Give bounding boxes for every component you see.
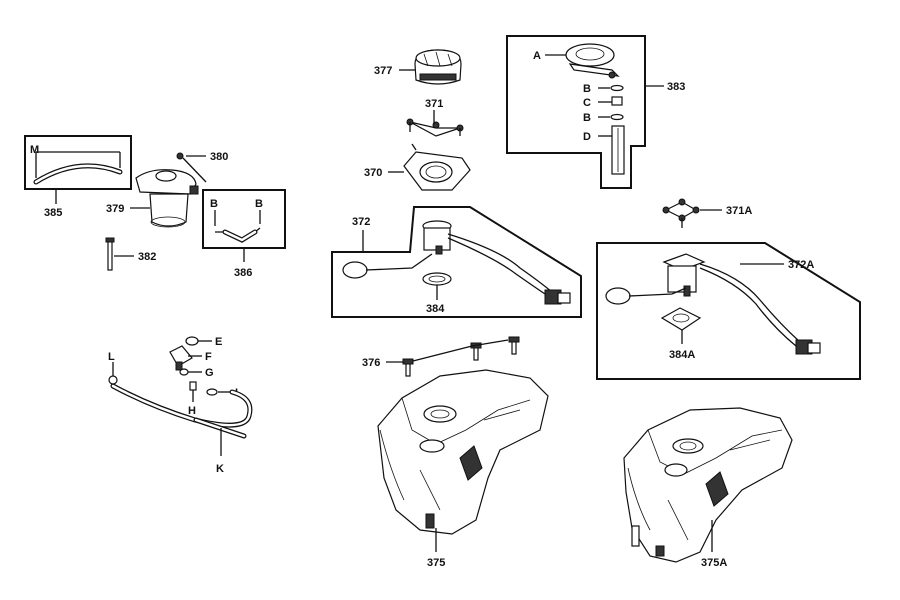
- part-383-C[interactable]: [611, 96, 623, 106]
- label-370: 370: [364, 167, 382, 179]
- label-385-M: M: [30, 144, 39, 156]
- seal-384A[interactable]: [660, 307, 702, 331]
- box-385: [24, 135, 132, 190]
- label-384: 384: [426, 303, 445, 315]
- fuel-valve-379[interactable]: [135, 169, 199, 228]
- label-383-B2: B: [583, 112, 591, 124]
- label-385: 385: [44, 207, 62, 219]
- label-386-B-right: B: [255, 198, 263, 210]
- part-383-B2[interactable]: [610, 113, 624, 121]
- label-372A: 372A: [788, 259, 814, 271]
- fuel-tank-375A[interactable]: [623, 407, 793, 563]
- bracket-371A[interactable]: [662, 198, 700, 228]
- fuel-pump-372A[interactable]: [605, 253, 821, 355]
- fuel-tank-375[interactable]: [377, 369, 549, 535]
- valve-F[interactable]: [169, 345, 193, 371]
- hose-385[interactable]: [33, 163, 123, 185]
- label-383-C: C: [583, 97, 591, 109]
- box-383: [506, 35, 646, 189]
- fitting-L-right[interactable]: [206, 388, 218, 396]
- label-386: 386: [234, 267, 252, 279]
- fitting-H[interactable]: [189, 381, 197, 391]
- box-372A: [596, 242, 861, 380]
- fuel-pump-372[interactable]: [342, 220, 571, 305]
- flange-plate-370[interactable]: [403, 143, 471, 191]
- label-G: G: [205, 367, 214, 379]
- part-383-D[interactable]: [611, 125, 625, 175]
- label-372: 372: [352, 216, 370, 228]
- label-L-left: L: [108, 351, 115, 363]
- part-383-B1[interactable]: [610, 84, 624, 92]
- label-384A: 384A: [669, 349, 695, 361]
- bracket-371[interactable]: [406, 118, 464, 137]
- seal-384[interactable]: [422, 272, 452, 286]
- label-375: 375: [427, 557, 445, 569]
- hose-386[interactable]: [215, 227, 261, 243]
- part-383-A[interactable]: [565, 43, 620, 79]
- label-K: K: [216, 463, 224, 475]
- label-E: E: [215, 336, 222, 348]
- label-386-B-left: B: [210, 198, 218, 210]
- label-382: 382: [138, 251, 156, 263]
- label-376: 376: [362, 357, 380, 369]
- label-375A: 375A: [701, 557, 727, 569]
- label-383-A: A: [533, 50, 541, 62]
- label-383-B1: B: [583, 83, 591, 95]
- label-F: F: [205, 351, 212, 363]
- label-377: 377: [374, 65, 392, 77]
- clip-G[interactable]: [179, 368, 189, 376]
- label-371A: 371A: [726, 205, 752, 217]
- label-383-D: D: [583, 131, 591, 143]
- label-371: 371: [425, 98, 443, 110]
- label-379: 379: [106, 203, 124, 215]
- fitting-L-left[interactable]: [108, 375, 118, 385]
- label-383: 383: [667, 81, 685, 93]
- vent-hose-K[interactable]: [110, 383, 253, 439]
- box-372: [331, 206, 582, 318]
- bolt-382[interactable]: [105, 237, 115, 271]
- label-H: H: [188, 405, 196, 417]
- screw-380[interactable]: [176, 152, 207, 183]
- fuel-cap-377[interactable]: [414, 49, 462, 85]
- clamp-E[interactable]: [185, 336, 199, 346]
- label-380: 380: [210, 151, 228, 163]
- bolts-376[interactable]: [402, 336, 520, 377]
